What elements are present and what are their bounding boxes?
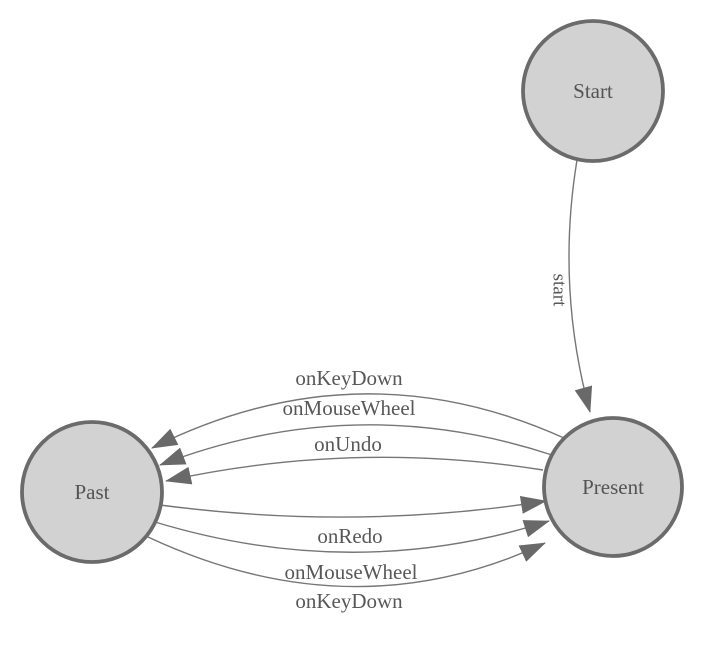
transition-past-to-present-onredo: onRedo: [159, 496, 547, 548]
state-label-start: Start: [573, 79, 613, 103]
transition-edge-onmousewheel-top[interactable]: [159, 424, 553, 466]
edge-label-onkeydown-top: onKeyDown: [295, 366, 403, 390]
state-node-past[interactable]: [20, 420, 164, 564]
state-node-past-group: Past: [20, 420, 164, 564]
edge-label-start: start: [549, 274, 570, 307]
transition-edge-start[interactable]: [568, 159, 593, 413]
transition-edge-onkeydown-top[interactable]: [151, 393, 565, 449]
transition-past-to-present-onmousewheel: onMouseWheel: [154, 520, 550, 584]
state-node-present[interactable]: [542, 416, 684, 558]
transition-edge-onkeydown-bottom[interactable]: [147, 536, 546, 588]
state-node-present-group: Present: [542, 416, 684, 558]
state-label-present: Present: [582, 475, 644, 499]
transition-present-to-past-onkeydown: onKeyDown: [151, 366, 565, 449]
edge-label-onmousewheel-bottom: onMouseWheel: [285, 560, 418, 584]
transition-start-to-present: start: [549, 159, 593, 413]
edge-label-onmousewheel-top: onMouseWheel: [283, 396, 416, 420]
transition-past-to-present-onkeydown: onKeyDown: [147, 536, 546, 613]
transition-edge-onredo[interactable]: [159, 496, 547, 518]
edge-label-onkeydown-bottom: onKeyDown: [295, 589, 403, 613]
edge-label-onundo: onUndo: [314, 432, 382, 456]
state-node-start-group: Start: [521, 19, 665, 163]
transition-edge-onmousewheel-bottom[interactable]: [154, 520, 550, 553]
edge-label-onredo: onRedo: [317, 524, 382, 548]
state-label-past: Past: [74, 480, 109, 504]
state-node-start[interactable]: [521, 19, 665, 163]
transition-present-to-past-onundo: onUndo: [165, 432, 544, 485]
transition-edge-onundo[interactable]: [165, 456, 544, 485]
transition-present-to-past-onmousewheel: onMouseWheel: [159, 396, 553, 466]
